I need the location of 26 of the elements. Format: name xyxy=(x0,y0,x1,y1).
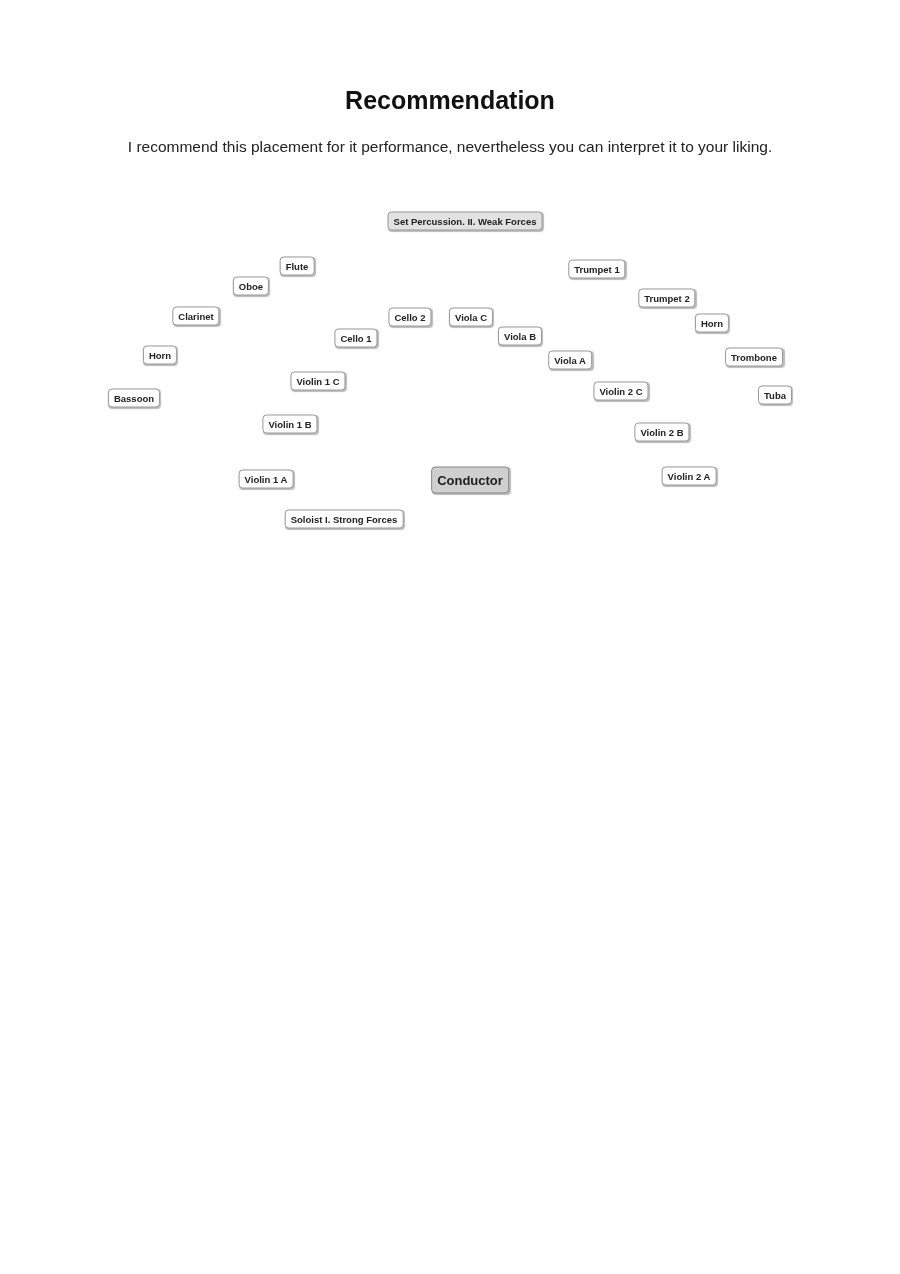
seat-box: Bassoon xyxy=(107,388,161,408)
seat-box: Violin 1 A xyxy=(238,469,294,489)
seat-box: Tuba xyxy=(758,385,792,405)
seat-box: Trombone xyxy=(725,347,783,367)
title: Recommendation xyxy=(344,86,556,115)
seat-box: Trumpet 1 xyxy=(568,259,626,279)
seat-box: Viola C xyxy=(449,307,493,327)
seat-box: Violin 1 C xyxy=(290,371,346,391)
seat-box: Soloist I. Strong Forces xyxy=(284,509,404,529)
seat-box: Violin 1 B xyxy=(262,414,318,434)
seat-box: Violin 2 A xyxy=(661,466,717,486)
note-text: I recommend this placement for it performance, nevertheless you can interpret it to your liking. xyxy=(126,138,774,156)
seat-box: Flute xyxy=(279,256,315,276)
seat-box: Trumpet 2 xyxy=(638,288,696,308)
conductor-box: Conductor xyxy=(431,466,509,494)
seat-box: Horn xyxy=(694,313,730,333)
seat-box: Clarinet xyxy=(172,306,220,326)
seat-box: Viola B xyxy=(498,326,542,346)
seat-box: Oboe xyxy=(232,276,270,296)
seat-box: Violin 2 B xyxy=(634,422,690,442)
seat-box: Horn xyxy=(142,345,178,365)
seat-box: Set Percussion. II. Weak Forces xyxy=(387,211,543,231)
seat-box: Viola A xyxy=(548,350,592,370)
seat-box: Violin 2 C xyxy=(593,381,649,401)
seat-box: Cello 2 xyxy=(388,307,432,327)
seat-box: Cello 1 xyxy=(334,328,378,348)
